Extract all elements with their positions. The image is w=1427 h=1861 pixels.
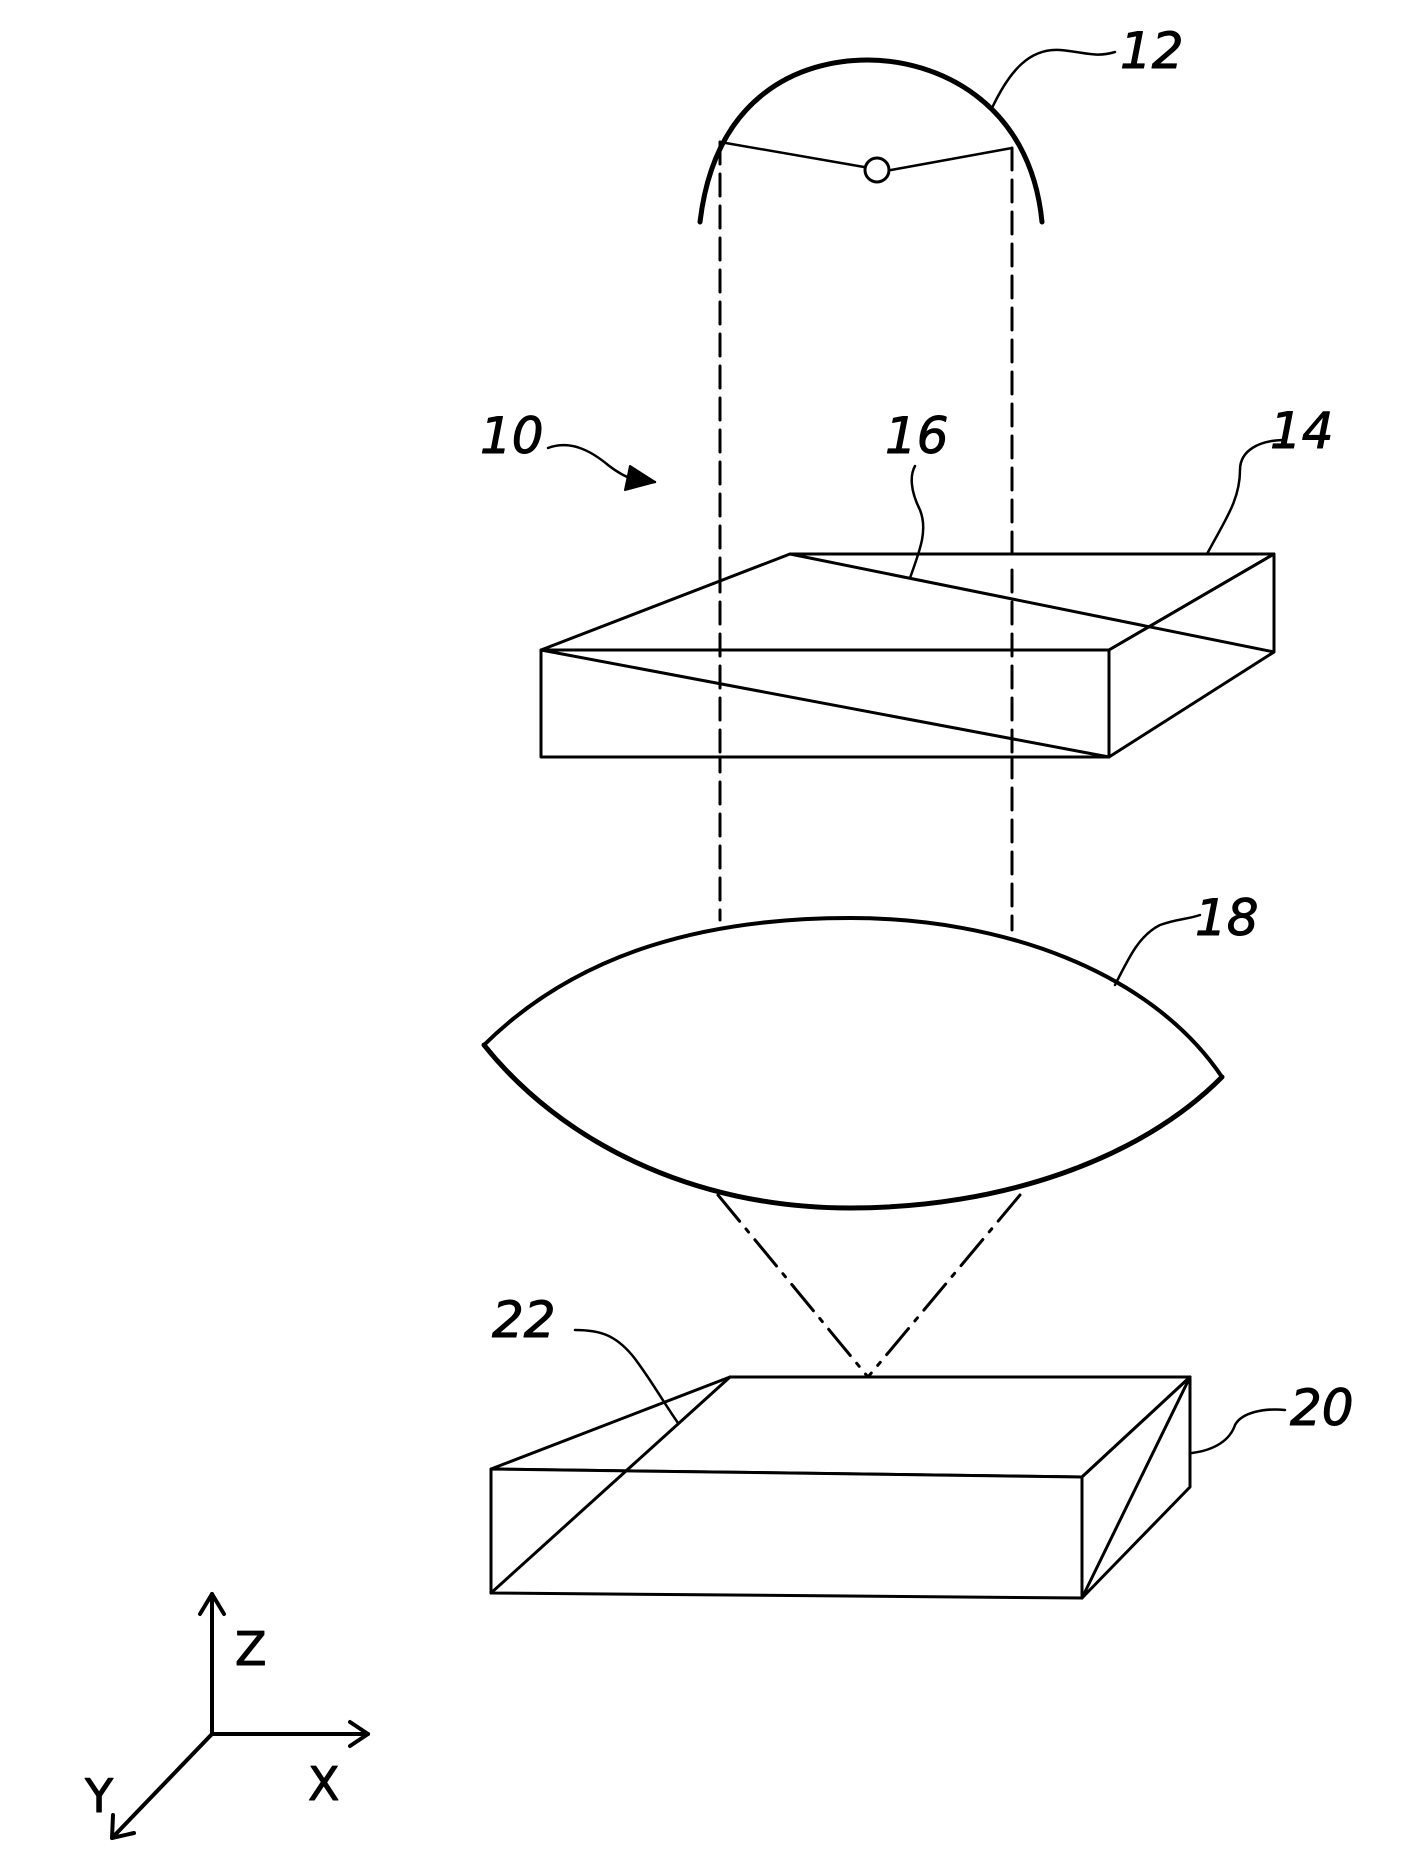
upper-optical-element xyxy=(541,554,1274,757)
label-10: 10 xyxy=(480,407,544,465)
reflector-inner-line-left xyxy=(720,142,864,167)
lower-optical-element xyxy=(491,1377,1190,1598)
focused-beam xyxy=(718,1195,1020,1377)
light-beam xyxy=(720,142,1012,930)
leader-12 xyxy=(992,50,1115,108)
pointer-arrow-10 xyxy=(625,466,655,490)
light-source-icon xyxy=(865,158,889,182)
focused-beam-right xyxy=(868,1195,1020,1377)
label-14: 14 xyxy=(1270,402,1334,460)
axis-label-y: Y xyxy=(84,1769,114,1823)
focused-beam-left xyxy=(718,1195,868,1377)
label-22: 22 xyxy=(492,1291,556,1349)
leader-20 xyxy=(1192,1410,1285,1453)
leader-18 xyxy=(1115,915,1200,985)
y-axis xyxy=(112,1734,212,1838)
lens xyxy=(484,918,1222,1208)
label-16: 16 xyxy=(885,407,949,465)
label-12: 12 xyxy=(1120,22,1184,80)
reflector-inner-line-right xyxy=(891,148,1012,170)
lower-element-front-face xyxy=(491,1469,1082,1598)
lower-element-top-face xyxy=(491,1377,1190,1477)
axis-label-z: Z xyxy=(235,1622,267,1676)
reflector-arc xyxy=(700,60,1042,222)
lamp-reflector xyxy=(700,60,1042,222)
label-18: 18 xyxy=(1195,889,1259,947)
axis-label-x: X xyxy=(308,1757,340,1811)
label-20: 20 xyxy=(1290,1379,1354,1437)
